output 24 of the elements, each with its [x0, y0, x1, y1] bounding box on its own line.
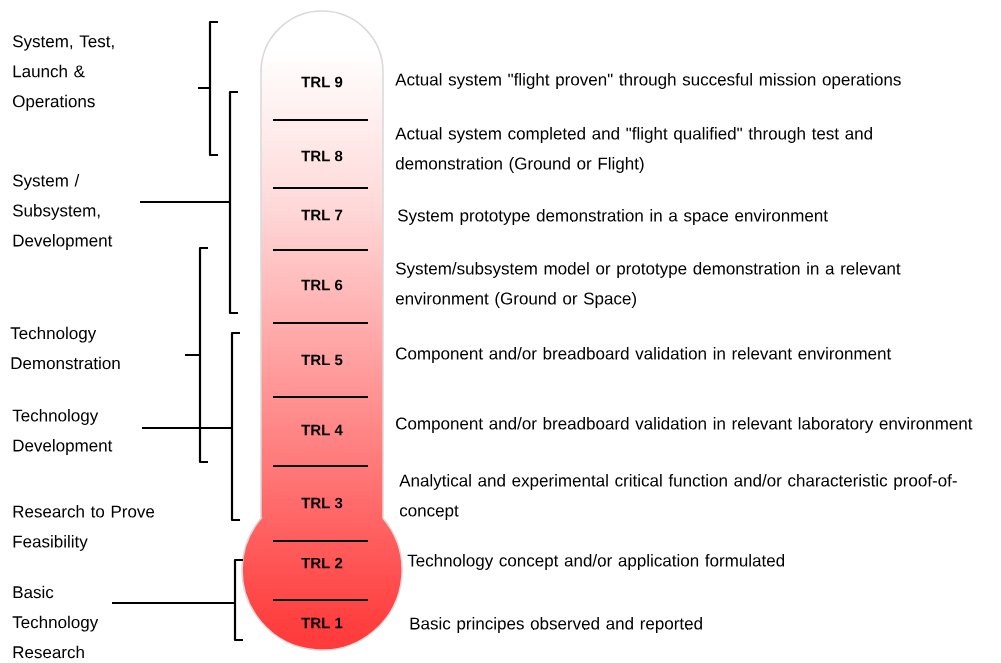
phase-label: System / Subsystem, Development	[13, 174, 113, 250]
phase-label: Research to Prove Feasibility	[13, 505, 155, 551]
level-label: TRL 8	[301, 150, 343, 162]
description-text: Actual system completed and "flight qualified" through test and demonstration (Ground or Flight)	[395, 127, 872, 173]
phase-label: System, Test, Launch & Operations	[13, 35, 114, 111]
level-label: TRL 7	[301, 209, 343, 221]
level-label: TRL 9	[301, 76, 343, 88]
description-text: Component and/or breadboard validation in relevant environment	[396, 347, 892, 363]
description-text: System/subsystem model or prototype demonstration in a relevant environment (Ground or Space)	[395, 262, 901, 308]
description-text: Actual system "flight proven" through succesful mission operations	[395, 73, 901, 89]
description-text: Component and/or breadboard validation in relevant laboratory environment	[396, 417, 973, 433]
description-text: Basic principes observed and reported	[410, 617, 702, 633]
level-label: TRL 4	[301, 424, 343, 436]
phase-label: Basic Technology Research	[12, 585, 99, 659]
level-label: TRL 1	[301, 617, 343, 629]
level-label: TRL 3	[301, 497, 343, 509]
level-label: TRL 5	[301, 354, 343, 366]
description-text: System prototype demonstration in a space environment	[398, 209, 828, 225]
level-label: TRL 2	[301, 557, 343, 569]
description-text: Analytical and experimental critical function and/or characteristic proof-of-concept	[399, 474, 957, 520]
level-label: TRL 6	[301, 279, 343, 291]
phase-label: Technology Development	[12, 409, 113, 455]
description-text: Technology concept and/or application formulated	[407, 554, 785, 570]
phase-label: Technology Demonstration	[10, 326, 120, 370]
